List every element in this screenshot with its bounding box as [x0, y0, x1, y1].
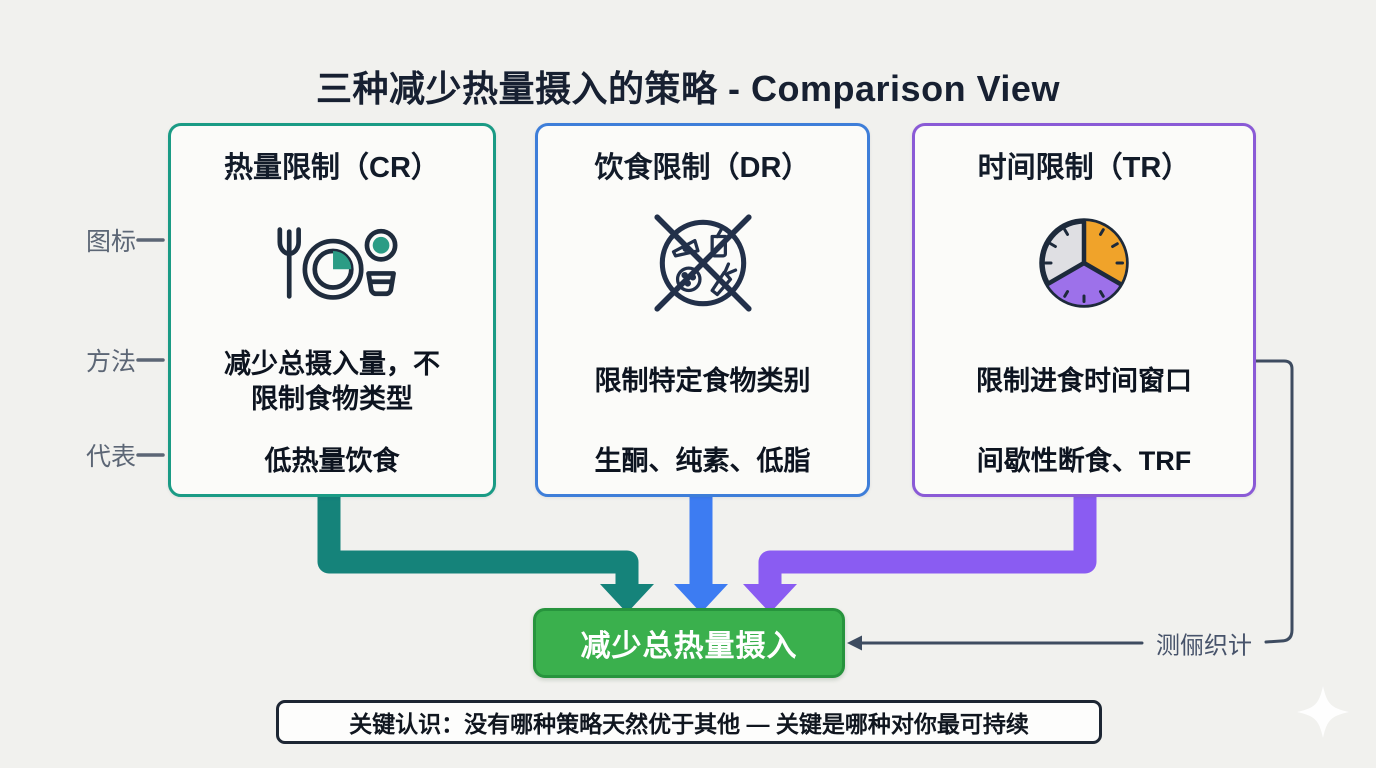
card-method-dr: 限制特定食物类别 [594, 366, 811, 397]
outcome-label: 减少总热量摄入 [580, 630, 798, 663]
annotation-connector [856, 359, 1294, 645]
strategy-card-cr: 热量限制（CR） 减少总摄入量，不 限制食物类型 低热量饮食 [168, 123, 496, 497]
card-representative-tr: 间歇性断食、TRF [976, 445, 1192, 476]
row-label-method: 方法 [85, 348, 136, 376]
card-title-cr: 热量限制（CR） [224, 152, 440, 184]
card-method-tr: 限制进食时间窗口 [976, 366, 1192, 397]
card-method-cr: 减少总摄入量，不 限制食物类型 [224, 348, 440, 414]
flow-arrow-dr [674, 494, 728, 613]
strategy-card-tr: 时间限制（TR） [912, 123, 1256, 497]
card-representative-cr: 低热量饮食 [264, 445, 400, 476]
card-title-dr: 饮食限制（DR） [594, 152, 811, 184]
card-representative-dr: 生酮、纯素、低脂 [594, 445, 811, 476]
flow-arrow-tr [743, 494, 1097, 613]
card-title-tr: 时间限制（TR） [977, 152, 1191, 184]
outcome-box: 减少总热量摄入 [533, 608, 845, 678]
plate-portion-icon [263, 194, 401, 332]
strategy-card-dr: 饮食限制（DR） [535, 123, 870, 497]
flow-arrow-cr [317, 494, 654, 613]
sparkle-icon [1297, 686, 1349, 738]
crossed-foods-icon [644, 194, 762, 332]
row-label-icon: 图标 [85, 228, 136, 256]
footer-note-label: 关键认识：没有哪种策略天然优于其他 — 关键是哪种对你最可持续 [349, 711, 1029, 737]
annotation-arrowhead [847, 635, 862, 651]
row-label-representative: 代表 [85, 443, 136, 471]
footer-note: 关键认识：没有哪种策略天然优于其他 — 关键是哪种对你最可持续 [276, 700, 1102, 744]
page-title: 三种减少热量摄入的策略 - Comparison View [316, 68, 1060, 109]
eating-window-clock-icon [1028, 194, 1140, 332]
side-annotation-label: 测俪织计 [1156, 632, 1252, 660]
row-label-dashes [136, 238, 165, 457]
